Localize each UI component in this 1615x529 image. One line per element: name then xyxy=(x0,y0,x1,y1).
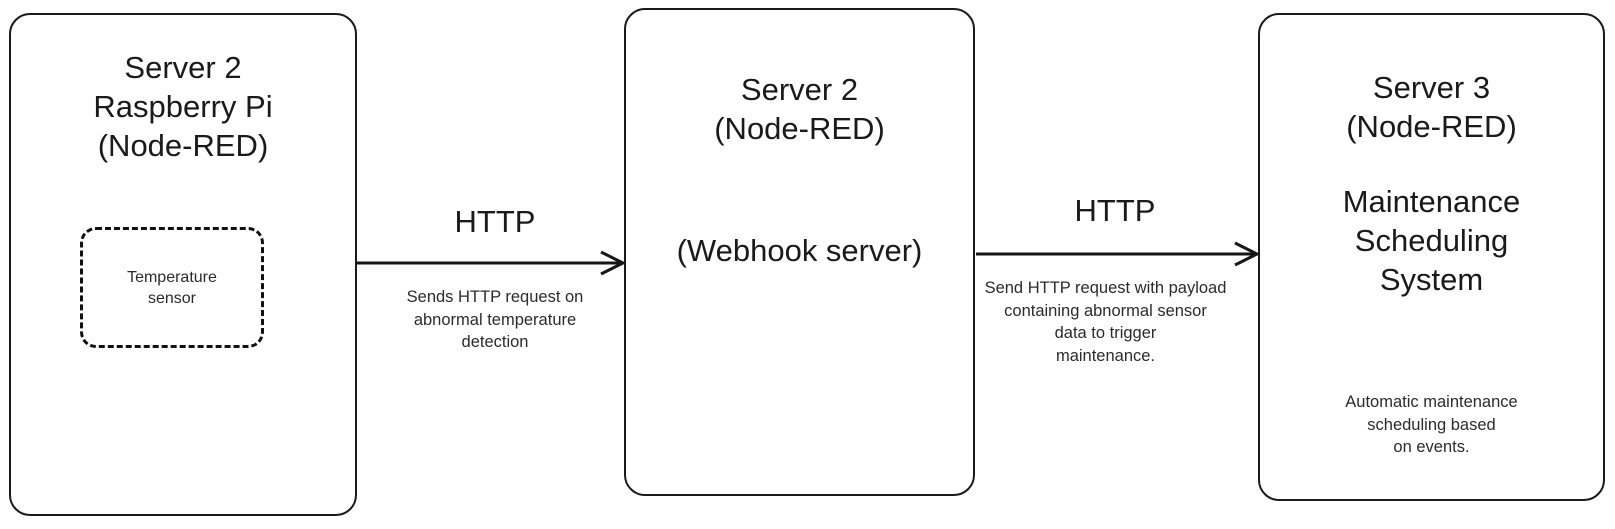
node-server3-maintenance-role: Maintenance Scheduling System xyxy=(1342,184,1521,297)
edge-webhook-to-maintenance-protocol-label: HTTP xyxy=(1074,193,1156,228)
node-server2-raspberry-pi-title: Server 2 Raspberry Pi (Node-RED) xyxy=(93,50,273,163)
node-server2-webhook[interactable] xyxy=(624,8,975,496)
node-server3-maintenance[interactable] xyxy=(1258,13,1605,501)
sub-node-temperature-sensor-label: Temperature sensor xyxy=(127,268,217,307)
edge-webhook-to-maintenance-arrow xyxy=(976,241,1261,267)
edge-rpi-to-webhook-note: Sends HTTP request on abnormal temperatu… xyxy=(406,288,584,351)
node-server2-webhook-title: Server 2 (Node-RED) xyxy=(714,72,885,146)
node-server3-maintenance-note: Automatic maintenance scheduling based o… xyxy=(1345,393,1518,456)
node-server3-maintenance-title: Server 3 (Node-RED) xyxy=(1346,70,1517,144)
edge-rpi-to-webhook-arrow xyxy=(356,250,627,276)
edge-rpi-to-webhook-protocol-label: HTTP xyxy=(454,204,536,239)
edge-webhook-to-maintenance-note: Send HTTP request with payload containin… xyxy=(984,279,1227,365)
node-server2-webhook-role: (Webhook server) xyxy=(676,233,923,268)
sub-node-temperature-sensor[interactable]: Temperature sensor xyxy=(80,227,264,348)
